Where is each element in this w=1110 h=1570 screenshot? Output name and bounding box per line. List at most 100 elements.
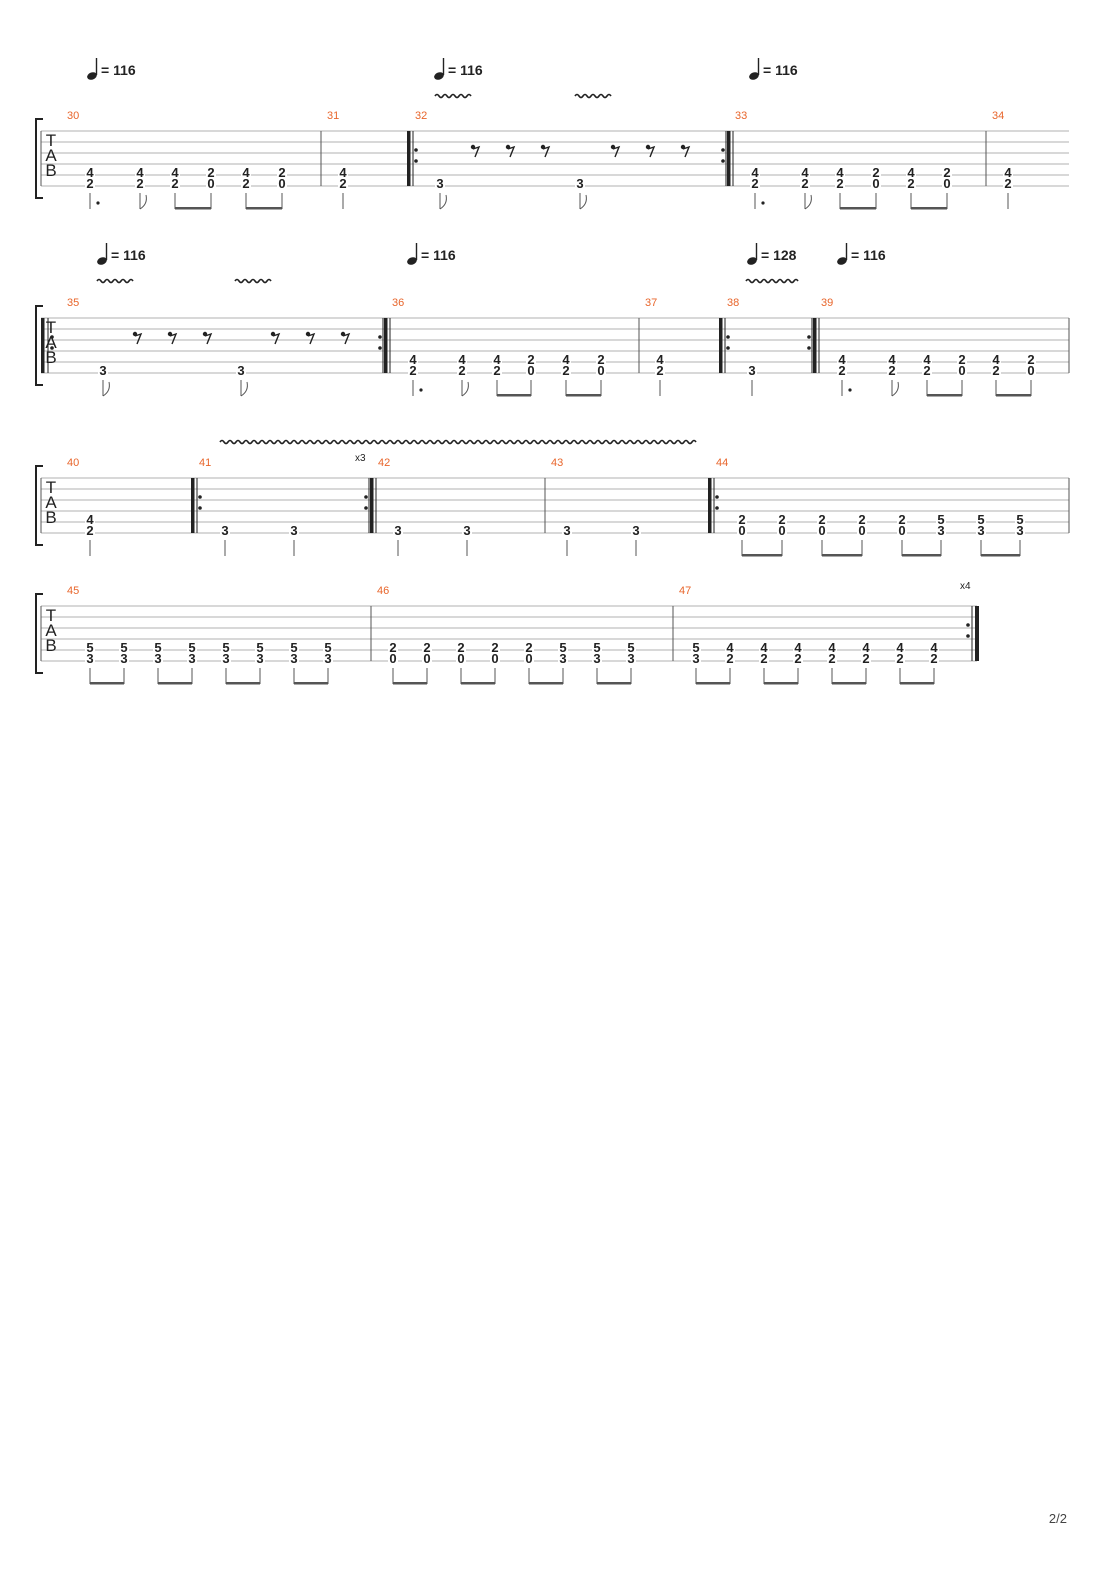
measure-number: 38 bbox=[727, 297, 739, 309]
fret-number: 4 bbox=[836, 165, 844, 180]
vibrato-mark bbox=[745, 278, 799, 284]
note-beam bbox=[393, 682, 427, 685]
barline-thick bbox=[41, 318, 45, 373]
tab-note: 3 bbox=[98, 363, 108, 396]
fret-number: 0 bbox=[423, 651, 430, 666]
fret-number: 2 bbox=[458, 363, 465, 378]
fret-number: 0 bbox=[457, 651, 464, 666]
fret-number: 2 bbox=[86, 523, 93, 538]
note-beam bbox=[246, 207, 282, 210]
note-flag bbox=[139, 194, 147, 210]
tempo-note-icon bbox=[97, 243, 108, 265]
tab-note: 3 bbox=[462, 523, 472, 556]
note-flag bbox=[102, 381, 110, 397]
fret-number: 3 bbox=[394, 523, 401, 538]
fret-number: 2 bbox=[1027, 352, 1034, 367]
vibrato-mark bbox=[234, 278, 272, 284]
fret-number: 3 bbox=[256, 651, 263, 666]
note-flag bbox=[804, 194, 812, 210]
fret-number: 4 bbox=[656, 352, 664, 367]
tab-note: 20 bbox=[596, 352, 606, 396]
fret-number: 2 bbox=[726, 651, 733, 666]
fret-number: 3 bbox=[632, 523, 639, 538]
measure-number: 31 bbox=[327, 110, 339, 122]
fret-number: 0 bbox=[597, 363, 604, 378]
barline-thick bbox=[407, 131, 411, 186]
fret-number: 5 bbox=[692, 640, 699, 655]
tab-note: 20 bbox=[422, 640, 432, 684]
tab-note: 42 bbox=[750, 165, 760, 209]
tab-note: 3 bbox=[435, 176, 445, 209]
measure-number: 42 bbox=[378, 457, 390, 469]
repeat-dot bbox=[414, 148, 418, 152]
repeat-dot bbox=[721, 148, 725, 152]
barline-thick bbox=[975, 606, 979, 661]
fret-number: 2 bbox=[136, 176, 143, 191]
tab-note: 53 bbox=[119, 640, 129, 684]
note-beam bbox=[226, 682, 260, 685]
fret-number: 2 bbox=[1004, 176, 1011, 191]
tempo-note-icon bbox=[434, 58, 445, 80]
note-beam bbox=[911, 207, 947, 210]
fret-number: 4 bbox=[409, 352, 417, 367]
fret-number: 4 bbox=[992, 352, 1000, 367]
note-beam bbox=[90, 682, 124, 685]
fret-number: 2 bbox=[958, 352, 965, 367]
tab-note: 42 bbox=[929, 640, 939, 684]
tab-note: 42 bbox=[1003, 165, 1013, 209]
system-bracket bbox=[35, 465, 43, 546]
tab-clef-letter: A bbox=[45, 146, 57, 165]
fret-number: 3 bbox=[937, 523, 944, 538]
note-beam bbox=[832, 682, 866, 685]
tab-note: 53 bbox=[626, 640, 636, 684]
fret-number: 4 bbox=[794, 640, 802, 655]
fret-number: 4 bbox=[801, 165, 809, 180]
repeat-dot bbox=[50, 335, 54, 339]
fret-number: 0 bbox=[858, 523, 865, 538]
repeat-dot bbox=[966, 634, 970, 638]
tempo-note-icon bbox=[749, 58, 760, 80]
tab-note: 3 bbox=[562, 523, 572, 556]
measure-number: 39 bbox=[821, 297, 833, 309]
fret-number: 4 bbox=[458, 352, 466, 367]
fret-number: 2 bbox=[457, 640, 464, 655]
fret-number: 3 bbox=[576, 176, 583, 191]
fret-number: 0 bbox=[389, 651, 396, 666]
tab-note: 42 bbox=[887, 352, 897, 396]
barline-thick bbox=[813, 318, 817, 373]
tempo-marking: = 116 bbox=[763, 62, 798, 78]
note-beam bbox=[764, 682, 798, 685]
repeat-dot bbox=[807, 335, 811, 339]
note-beam bbox=[696, 682, 730, 685]
tab-clef-letter: A bbox=[45, 493, 57, 512]
eighth-rest bbox=[270, 331, 281, 345]
barline-thick bbox=[191, 478, 195, 533]
note-beam bbox=[566, 394, 601, 397]
tempo-note-icon bbox=[747, 243, 758, 265]
tab-clef-letter: T bbox=[46, 131, 56, 150]
tab-note: 20 bbox=[526, 352, 536, 396]
tab-note: 53 bbox=[558, 640, 568, 684]
measure-number: 46 bbox=[377, 585, 389, 597]
fret-number: 2 bbox=[828, 651, 835, 666]
fret-number: 2 bbox=[760, 651, 767, 666]
note-dot bbox=[761, 201, 765, 205]
fret-number: 3 bbox=[120, 651, 127, 666]
repeat-dot bbox=[50, 346, 54, 350]
fret-number: 3 bbox=[1016, 523, 1023, 538]
fret-number: 4 bbox=[1004, 165, 1012, 180]
fret-number: 0 bbox=[958, 363, 965, 378]
repeat-dot bbox=[364, 495, 368, 499]
tab-note: 20 bbox=[388, 640, 398, 684]
fret-number: 2 bbox=[898, 512, 905, 527]
fret-number: 4 bbox=[339, 165, 347, 180]
tab-note: 42 bbox=[457, 352, 467, 396]
note-dot bbox=[419, 388, 423, 392]
tab-note: 42 bbox=[861, 640, 871, 684]
